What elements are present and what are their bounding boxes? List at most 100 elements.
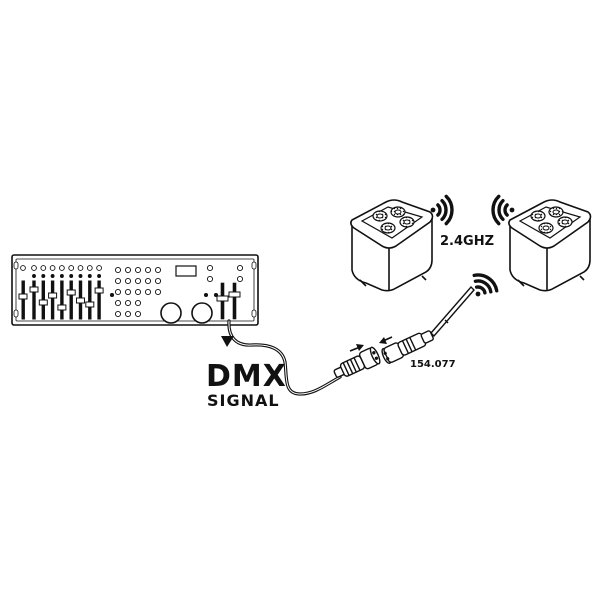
wireless-wave xyxy=(474,285,487,295)
dmx-controller-icon xyxy=(11,254,259,326)
wireless-wave xyxy=(497,198,505,222)
wireless-wave xyxy=(440,198,448,222)
status-led xyxy=(203,292,209,298)
frequency-label: 2.4GHZ xyxy=(440,234,495,249)
led-center xyxy=(542,225,550,231)
channel-button xyxy=(59,265,65,271)
control-button xyxy=(114,310,122,318)
control-button xyxy=(124,310,132,318)
channel-button xyxy=(49,265,56,271)
light-foot xyxy=(421,275,427,281)
fader-knob xyxy=(94,287,104,294)
control-button xyxy=(154,277,162,285)
fader-knob xyxy=(29,286,39,293)
control-button xyxy=(124,266,132,274)
control-button xyxy=(124,277,132,285)
light-foot xyxy=(517,279,525,287)
fader-knob xyxy=(48,292,58,299)
control-button xyxy=(134,310,142,318)
fader-track xyxy=(97,280,101,320)
control-button xyxy=(124,299,132,307)
wireless-dot xyxy=(475,291,481,297)
status-led xyxy=(109,292,115,298)
control-button xyxy=(236,264,244,272)
wireless-signal-icon xyxy=(430,194,454,226)
led-center xyxy=(561,219,569,225)
dmx-cable xyxy=(227,319,342,396)
control-button xyxy=(124,288,132,296)
light-foot xyxy=(579,275,585,281)
channel-button xyxy=(86,265,93,271)
control-button xyxy=(134,266,142,274)
wireless-signal-icon xyxy=(491,194,515,226)
fader-knob xyxy=(57,304,67,311)
channel-led xyxy=(32,274,36,278)
wireless-wave xyxy=(473,279,493,294)
fader-track xyxy=(88,280,92,320)
led-center xyxy=(394,209,402,215)
channel-led xyxy=(97,274,102,278)
control-button xyxy=(144,288,152,296)
control-button xyxy=(134,277,142,285)
channel-led xyxy=(78,274,83,278)
led-center xyxy=(376,213,384,219)
wireless-dot xyxy=(509,207,515,213)
control-button xyxy=(206,264,214,272)
par-light-icon xyxy=(508,199,592,292)
control-button xyxy=(144,266,152,274)
fader-knob xyxy=(18,293,28,300)
channel-led xyxy=(59,274,64,278)
xlr-connector-icon xyxy=(333,346,381,378)
model-number-label: 154.077 xyxy=(410,359,456,370)
channel-led xyxy=(50,274,55,278)
connect-arrows-icon xyxy=(349,336,393,352)
control-button xyxy=(114,299,122,307)
control-button xyxy=(134,288,142,296)
fader-track xyxy=(32,280,36,320)
wireless-transmitter-icon xyxy=(381,330,434,365)
dmx-label: DMX xyxy=(206,359,287,394)
control-button xyxy=(114,266,122,274)
channel-button xyxy=(96,265,102,271)
led-center xyxy=(534,213,542,219)
channel-led xyxy=(87,274,92,278)
led-center xyxy=(384,225,392,231)
fader-knob xyxy=(66,289,76,296)
par-light-icon xyxy=(350,199,434,292)
fader-knob xyxy=(38,299,48,306)
wireless-signal-icon xyxy=(472,273,499,297)
control-button xyxy=(114,288,122,296)
wireless-wave xyxy=(472,273,499,293)
fader-track xyxy=(69,280,73,320)
channel-button xyxy=(77,265,84,271)
control-button xyxy=(236,275,244,283)
channel-button xyxy=(20,265,26,271)
wireless-wave xyxy=(444,194,454,226)
light-foot xyxy=(359,279,367,287)
wireless-wave xyxy=(436,203,442,217)
channel-led xyxy=(69,274,74,278)
control-button xyxy=(154,266,162,274)
control-button xyxy=(154,288,162,296)
led-center xyxy=(403,219,411,225)
fader-knob xyxy=(85,301,95,308)
fader-track xyxy=(50,280,55,320)
channel-led xyxy=(41,274,46,278)
control-button xyxy=(114,277,122,285)
control-button xyxy=(134,299,142,307)
wireless-dot xyxy=(430,207,436,213)
antenna-icon xyxy=(430,285,475,338)
wireless-wave xyxy=(491,194,501,226)
control-button xyxy=(206,275,214,283)
channel-button xyxy=(31,265,37,271)
signal-label: SIGNAL xyxy=(207,391,280,410)
fader-track xyxy=(60,280,64,320)
wireless-wave xyxy=(503,203,509,217)
led-center xyxy=(552,209,560,215)
control-button xyxy=(144,277,152,285)
signal-arrow-icon xyxy=(221,336,234,347)
fader-track xyxy=(21,280,25,320)
channel-button xyxy=(68,265,75,271)
channel-button xyxy=(40,265,47,271)
